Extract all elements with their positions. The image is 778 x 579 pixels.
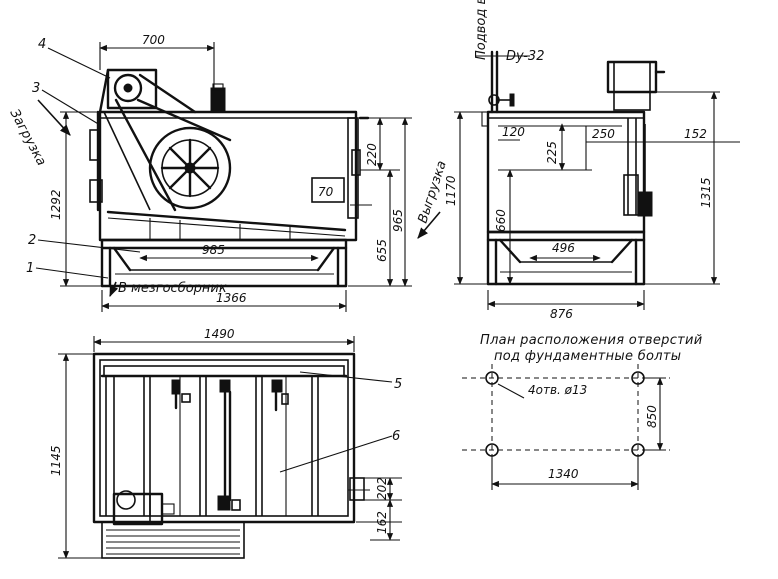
drive-motor — [106, 68, 158, 110]
dim-1490: 1490 — [204, 327, 235, 341]
dim-496: 496 — [552, 241, 575, 255]
dim-876: 876 — [550, 307, 573, 321]
callout-6: 6 — [392, 429, 400, 444]
dim-250: 250 — [592, 127, 615, 141]
holes-label: 4отв. ø13 — [528, 383, 587, 397]
sump-label: В мезгосборник — [118, 281, 227, 296]
bolt-hole — [485, 371, 499, 385]
dim-1145: 1145 — [49, 445, 63, 476]
load-label: Загрузка — [6, 107, 48, 169]
dim-152: 152 — [684, 127, 707, 141]
dim-1292: 1292 — [49, 189, 63, 220]
motor-pulley — [113, 73, 143, 103]
dim-1340: 1340 — [548, 467, 579, 481]
pipe-size-label: Dy-32 — [506, 49, 544, 64]
bolt-hole-plan: План расположения отверстий под фундамен… — [462, 333, 703, 490]
dim-1170: 1170 — [444, 175, 458, 206]
dim-965: 965 — [391, 209, 405, 232]
end-view-motor — [606, 60, 658, 94]
plan-motor — [112, 492, 164, 526]
dim-1366: 1366 — [216, 291, 247, 305]
end-view: Подвод воды Dy-32 120 225 250 152 1170 1… — [444, 0, 740, 321]
dim-655: 655 — [375, 239, 389, 262]
callout-5: 5 — [394, 377, 402, 392]
water-supply-label: Подвод воды — [474, 0, 489, 60]
dim-220: 220 — [365, 143, 379, 166]
dim-850: 850 — [645, 405, 659, 428]
dim-1315: 1315 — [699, 177, 713, 208]
frame — [100, 218, 348, 288]
dim-202: 202 — [375, 477, 389, 500]
bolt-hole — [485, 443, 499, 457]
callout-1: 1 — [26, 261, 34, 276]
dim-70: 70 — [318, 185, 334, 199]
callout-2: 2 — [28, 233, 36, 248]
dim-700: 700 — [142, 33, 165, 47]
callout-4: 4 — [38, 37, 46, 52]
dim-162: 162 — [375, 511, 389, 534]
side-view: 4 3 2 1 700 1292 1366 985 220 70 965 655… — [6, 33, 450, 312]
dim-660: 660 — [494, 209, 508, 232]
dim-985: 985 — [202, 243, 225, 257]
callout-3: 3 — [32, 81, 40, 96]
plan-view: 5 6 1490 1145 202 162 — [49, 327, 402, 559]
bolt-plan-title-1: План расположения отверстий — [480, 333, 703, 348]
dim-120: 120 — [502, 125, 525, 139]
dim-225: 225 — [545, 141, 559, 164]
bolt-plan-title-2: под фундаментные болты — [494, 349, 681, 364]
drive-wheel — [148, 126, 232, 210]
base-plate — [101, 521, 245, 559]
